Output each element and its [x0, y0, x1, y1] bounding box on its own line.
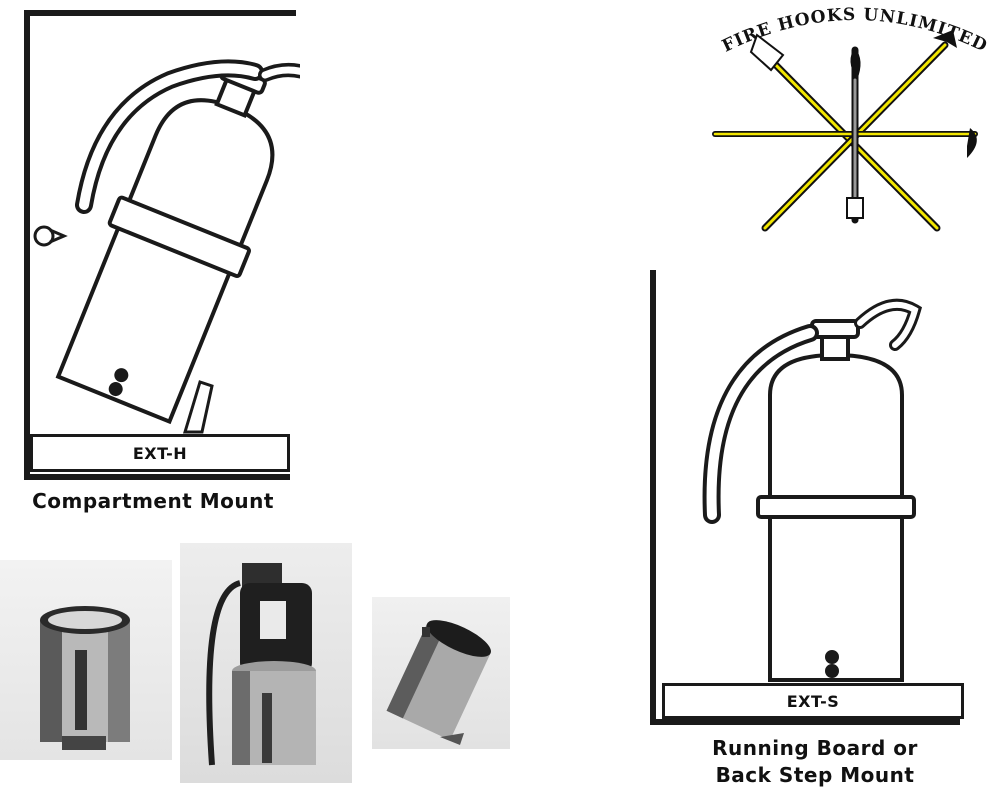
extinguisher-in-holder-photo	[180, 543, 352, 783]
compartment-mount-caption: Compartment Mount	[32, 489, 274, 513]
running-board-caption-line2: Back Step Mount	[715, 763, 915, 787]
empty-holder-photo	[0, 560, 172, 760]
running-board-mount-illustration	[640, 265, 970, 730]
fire-hooks-logo: FIRE HOOKS UNLIMITED	[705, 0, 1000, 240]
tilted-holder-photo	[372, 597, 510, 749]
running-board-caption-line1: Running Board or	[712, 736, 918, 760]
ext-h-label: EXT-H	[30, 434, 290, 472]
ext-s-label: EXT-S	[662, 683, 964, 719]
compartment-mount-illustration	[0, 0, 300, 490]
